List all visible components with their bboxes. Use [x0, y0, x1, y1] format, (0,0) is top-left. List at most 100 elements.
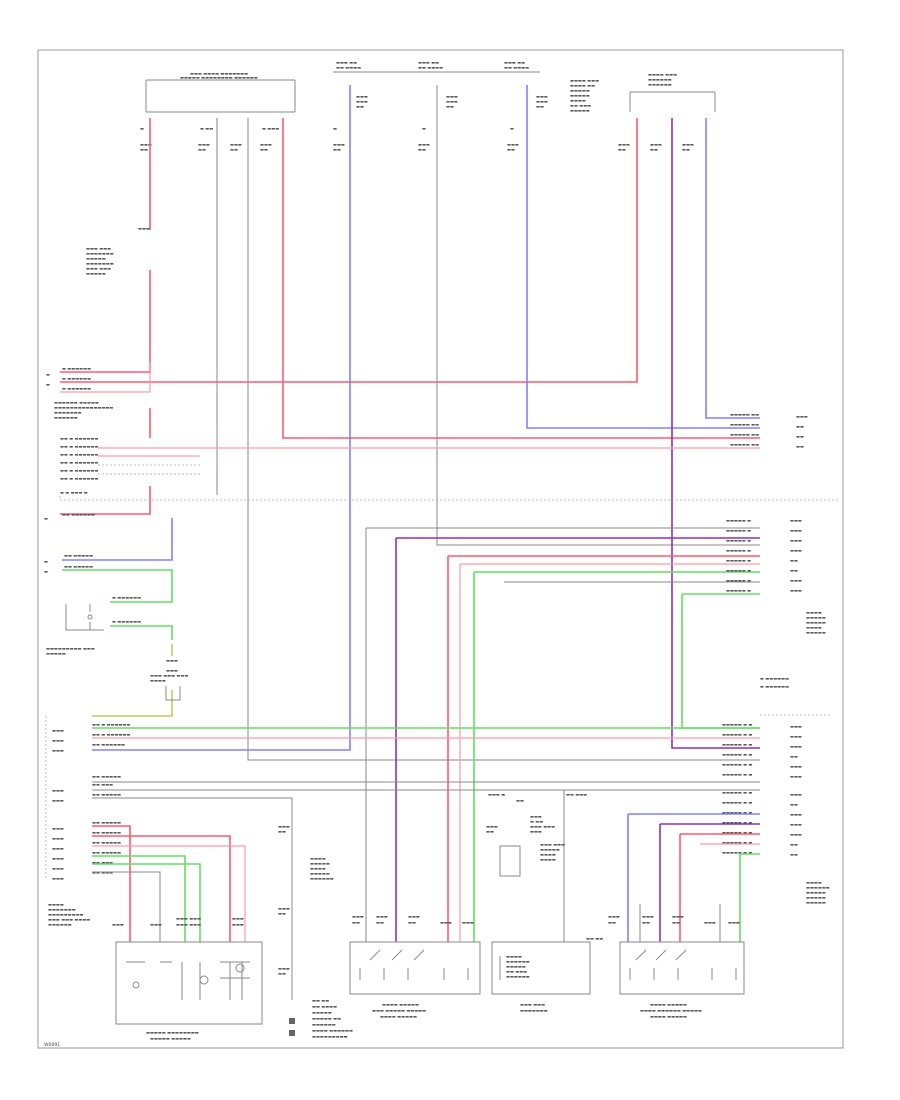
svg-text:▬▬: ▬▬ [642, 920, 650, 925]
wire-purple-top [671, 118, 760, 749]
svg-text:▬▬▬▬▬: ▬▬▬▬▬ [806, 890, 826, 895]
svg-text:▬▬▬▬▬▬: ▬▬▬▬▬▬ [648, 77, 672, 82]
svg-text:▬▬▬▬▬: ▬▬▬▬▬ [806, 900, 826, 905]
wire-red-lower-2 [92, 835, 231, 942]
bottom-legend: ▬▬ ▬▬ ▬▬ ▬▬▬▬ ▬▬▬▬▬ ▬▬▬▬▬ ▬▬ ▬▬▬▬▬▬ ▬▬▬▬… [289, 998, 353, 1039]
svg-text:▬▬▬: ▬▬▬ [446, 99, 458, 104]
svg-text:▬▬ ▬▬▬▬▬▬: ▬▬ ▬▬▬▬▬▬ [62, 512, 95, 517]
svg-text:▬▬▬: ▬▬▬ [507, 142, 519, 147]
svg-text:▬▬▬: ▬▬▬ [790, 724, 802, 729]
svg-text:▬▬: ▬▬ [140, 147, 148, 152]
svg-text:▬▬▬ ▬▬▬: ▬▬▬ ▬▬▬ [520, 1002, 545, 1007]
svg-text:▬▬▬▬▬ ▬▬: ▬▬▬▬▬ ▬▬ [312, 1016, 341, 1021]
svg-text:▬▬▬▬: ▬▬▬▬ [48, 902, 64, 907]
svg-text:▬▬▬: ▬▬▬ [52, 788, 64, 793]
left-connector-block-1: ▬ ▬ ▬ ▬▬▬▬▬▬ ▬ ▬▬▬▬▬▬ ▬ ▬▬▬▬▬▬ ▬▬▬▬▬▬ ▬▬… [46, 366, 113, 420]
svg-text:▬▬ ▬▬: ▬▬ ▬▬ [586, 936, 603, 941]
svg-text:▬▬: ▬▬ [790, 842, 798, 847]
svg-text:▬▬: ▬▬ [790, 852, 798, 857]
svg-text:▬▬: ▬▬ [260, 147, 268, 152]
svg-text:▬: ▬ [422, 126, 426, 131]
svg-text:▬ ▬▬: ▬ ▬▬ [200, 126, 213, 131]
svg-text:▬ ▬▬: ▬ ▬▬ [530, 819, 543, 824]
svg-text:▬▬▬▬▬: ▬▬▬▬▬ [806, 630, 826, 635]
svg-text:▬▬▬▬: ▬▬▬▬ [506, 954, 522, 959]
svg-text:▬▬▬▬▬▬: ▬▬▬▬▬▬ [506, 974, 530, 979]
svg-text:▬▬▬▬▬ ▬: ▬▬▬▬▬ ▬ [726, 558, 751, 563]
svg-text:▬▬▬: ▬▬▬ [138, 226, 150, 231]
svg-text:▬▬▬▬▬: ▬▬▬▬▬ [46, 651, 66, 656]
svg-text:▬▬▬: ▬▬▬ [618, 142, 630, 147]
svg-text:▬▬▬▬: ▬▬▬▬ [310, 866, 326, 871]
svg-text:▬: ▬ [44, 569, 48, 574]
svg-text:▬▬▬▬ ▬▬▬: ▬▬▬▬ ▬▬▬ [570, 78, 599, 83]
svg-text:▬▬▬: ▬▬▬ [52, 728, 64, 733]
wire-red-3 [60, 118, 638, 383]
svg-text:▬▬: ▬▬ [352, 920, 360, 925]
svg-text:▬▬ ▬ ▬▬▬▬▬▬: ▬▬ ▬ ▬▬▬▬▬▬ [92, 722, 130, 727]
left-middle-labels: ▬▬ ▬▬ ▬▬▬▬▬ ▬▬ ▬▬▬▬▬ ▬ ▬▬▬▬▬▬ ▬ ▬▬▬▬▬▬ ▬… [44, 553, 178, 663]
left-switch-symbol [65, 604, 104, 631]
svg-text:▬ ▬▬▬▬▬▬: ▬ ▬▬▬▬▬▬ [62, 376, 91, 381]
svg-text:▬▬▬▬▬ ▬ ▬: ▬▬▬▬▬ ▬ ▬ [722, 800, 752, 805]
wire-blue-top [92, 85, 351, 751]
diagram-frame [37, 49, 844, 1049]
svg-text:▬▬ ▬▬▬▬: ▬▬ ▬▬▬▬ [336, 65, 361, 70]
svg-text:▬▬: ▬▬ [608, 920, 616, 925]
svg-text:▬▬▬▬▬ ▬ ▬: ▬▬▬▬▬ ▬ ▬ [722, 742, 752, 747]
svg-text:▬▬▬▬▬: ▬▬▬▬▬ [312, 1010, 332, 1015]
diagram-caption: W0091 [44, 1042, 60, 1048]
wire-red-left-mid [60, 270, 151, 373]
svg-text:▬▬: ▬▬ [796, 434, 804, 439]
svg-text:▬▬▬▬: ▬▬▬▬ [540, 857, 556, 862]
wire-green-lower-2 [92, 855, 186, 942]
wire-red-5 [60, 486, 151, 515]
svg-text:▬ ▬ ▬▬▬ ▬: ▬ ▬ ▬▬▬ ▬ [60, 490, 88, 495]
harness-wire-purple [395, 537, 760, 942]
svg-text:▬ ▬▬▬▬▬▬: ▬ ▬▬▬▬▬▬ [760, 676, 789, 681]
svg-text:▬▬ ▬▬▬: ▬▬ ▬▬▬ [566, 792, 587, 797]
svg-text:▬▬▬: ▬▬▬ [376, 914, 388, 919]
harness-wire-green-2 [681, 593, 760, 729]
svg-text:▬▬▬▬▬ ▬ ▬: ▬▬▬▬▬ ▬ ▬ [722, 850, 752, 855]
switch-box-left: ▬▬▬ ▬▬▬ ▬▬▬ ▬▬▬ ▬▬▬ ▬▬▬ ▬▬▬ ▬▬▬ ▬▬▬▬▬ ▬▬… [112, 916, 263, 1041]
svg-text:▬▬▬▬▬ ▬▬: ▬▬▬▬▬ ▬▬ [730, 422, 759, 427]
top-right-connector: ▬▬▬▬ ▬▬▬ ▬▬▬▬▬▬ ▬▬▬▬▬▬ [629, 72, 716, 112]
svg-text:▬▬: ▬▬ [650, 147, 658, 152]
svg-text:▬▬: ▬▬ [790, 802, 798, 807]
svg-text:▬▬▬: ▬▬▬ [790, 822, 802, 827]
svg-text:▬▬▬▬▬ ▬ ▬: ▬▬▬▬▬ ▬ ▬ [722, 722, 752, 727]
wire-green-left-1 [62, 569, 173, 603]
svg-text:▬▬▬▬▬▬ ▬▬▬▬▬: ▬▬▬▬▬▬ ▬▬▬▬▬ [54, 400, 99, 405]
svg-text:▬▬: ▬▬ [790, 754, 798, 759]
svg-text:▬▬▬: ▬▬▬ [166, 658, 178, 663]
svg-text:▬▬▬▬▬▬▬▬▬▬▬▬▬▬▬: ▬▬▬▬▬▬▬▬▬▬▬▬▬▬▬ [54, 405, 113, 410]
svg-text:▬▬: ▬▬ [790, 558, 798, 563]
svg-text:▬▬▬▬: ▬▬▬▬ [540, 852, 556, 857]
svg-text:▬: ▬ [46, 372, 50, 377]
svg-text:▬▬▬: ▬▬▬ [530, 829, 542, 834]
svg-text:▬▬▬: ▬▬▬ [672, 914, 684, 919]
svg-text:▬: ▬ [44, 559, 48, 564]
top-left-connector: ▬▬▬ ▬▬▬▬ ▬▬▬▬▬▬▬ ▬▬▬▬▬ ▬▬▬▬▬▬▬▬ ▬▬▬▬▬▬ [145, 71, 296, 113]
wire-blue-2 [526, 85, 760, 429]
svg-text:▬▬▬ ▬▬▬ ▬▬▬: ▬▬▬ ▬▬▬ ▬▬▬ [150, 673, 188, 678]
svg-text:▬▬▬▬ ▬▬▬▬▬: ▬▬▬▬ ▬▬▬▬▬ [650, 1002, 687, 1007]
svg-text:▬▬ ▬▬▬▬▬: ▬▬ ▬▬▬▬▬ [92, 792, 121, 797]
svg-text:▬: ▬ [46, 382, 50, 387]
wire-green-lower-3 [92, 863, 201, 942]
wire-red-2 [282, 118, 760, 439]
svg-text:▬▬▬: ▬▬▬ [408, 914, 420, 919]
wire-red-lower-right [679, 833, 760, 942]
svg-text:▬▬▬: ▬▬▬ [440, 920, 452, 925]
svg-text:▬▬▬: ▬▬▬ [790, 812, 802, 817]
svg-text:▬▬▬▬▬: ▬▬▬▬▬ [506, 964, 526, 969]
right-component-label-1: ▬▬▬▬ ▬▬▬▬▬ ▬▬▬▬▬ ▬▬▬▬ ▬▬▬▬▬ ▬ ▬▬▬▬▬▬ ▬ ▬… [760, 610, 826, 689]
svg-text:▬▬▬: ▬▬▬ [790, 518, 802, 523]
top-fuse-strip: ▬▬▬ ▬▬ ▬▬ ▬▬▬▬ ▬▬▬ ▬▬ ▬▬ ▬▬▬▬ ▬▬▬ ▬▬ ▬▬ … [333, 60, 548, 109]
svg-text:▬▬▬: ▬▬▬ [486, 824, 498, 829]
svg-text:▬▬▬: ▬▬▬ [232, 922, 244, 927]
svg-text:▬▬▬▬▬▬▬: ▬▬▬▬▬▬▬ [86, 251, 114, 256]
svg-text:▬▬▬▬▬ ▬: ▬▬▬▬▬ ▬ [726, 588, 751, 593]
